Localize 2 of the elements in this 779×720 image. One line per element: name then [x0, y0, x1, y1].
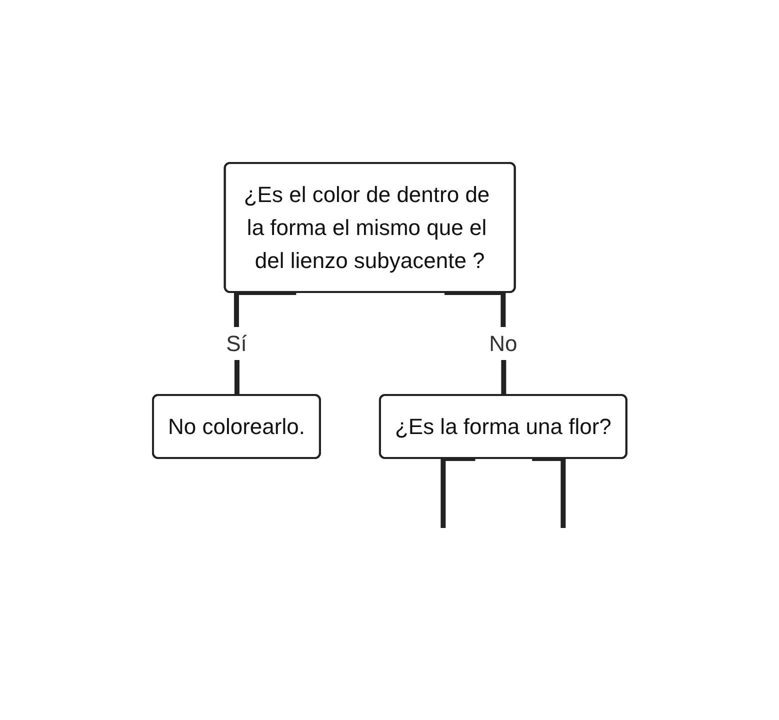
edge-label: No [488, 330, 518, 356]
edge-label: Sí [226, 330, 247, 356]
